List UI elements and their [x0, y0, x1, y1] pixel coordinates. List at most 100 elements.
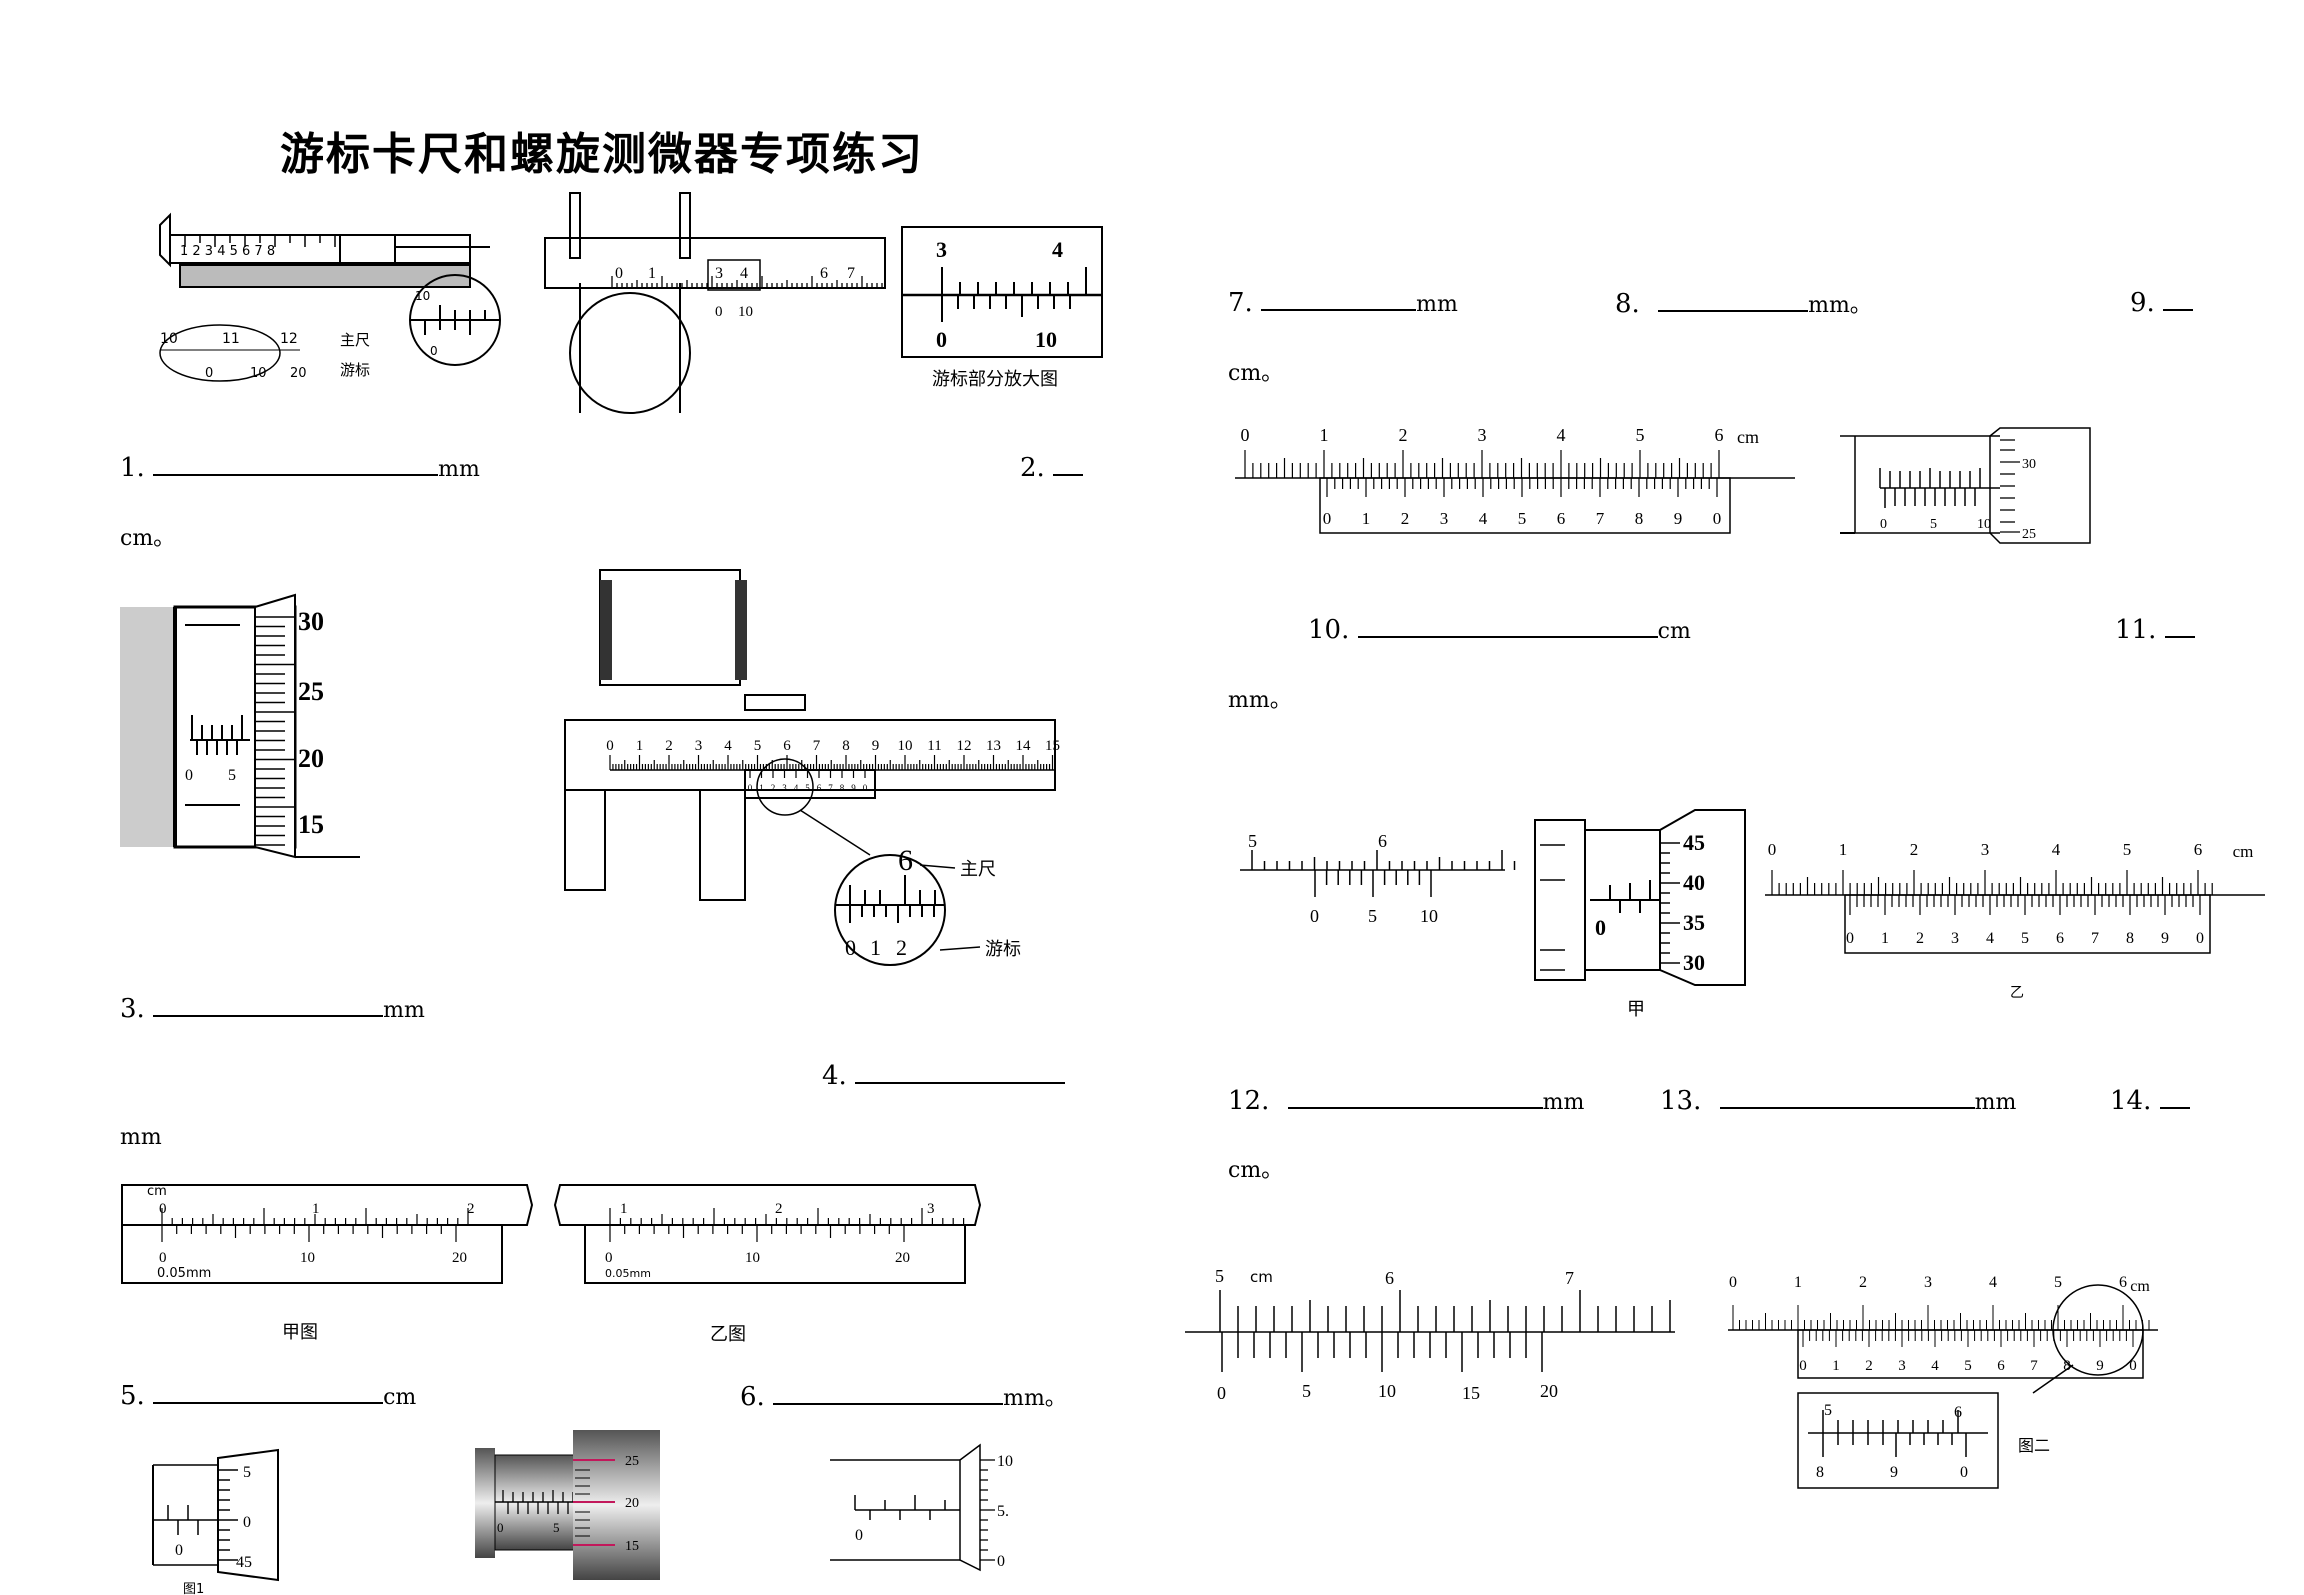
q1-number: 1. [120, 453, 145, 483]
fig14-vern-number: 7 [2030, 1358, 2038, 1374]
fig12-main-6: 6 [1385, 1268, 1394, 1288]
q4-answer-blank[interactable] [855, 1060, 1066, 1084]
fig7-vern-number: 7 [1596, 509, 1605, 528]
fig4-main-number: 8 [842, 738, 850, 754]
fig4-vern-number: 1 [759, 783, 764, 793]
fig2b-vern-0: 0 [936, 327, 947, 352]
q8-answer-blank[interactable] [1658, 288, 1809, 312]
fig14-main-number: 3 [1924, 1274, 1932, 1291]
svg-text:1 2 3 4 5 6 7 8: 1 2 3 4 5 6 7 8 [180, 244, 275, 259]
fig7-main-number: 5 [1636, 425, 1645, 445]
fig11b-vern-number: 6 [2056, 930, 2064, 947]
q1-answer-blank[interactable] [153, 452, 439, 476]
svg-text:7: 7 [847, 265, 855, 282]
svg-text:10: 10 [415, 289, 430, 303]
fig14-main-number: 2 [1859, 1274, 1867, 1291]
q10-answer-blank[interactable] [1357, 614, 1658, 638]
figure-3-micrometer: 0 5 30 25 20 15 [120, 593, 360, 859]
fig14-vern-number: 5 [1964, 1358, 1972, 1374]
q2-answer-blank[interactable] [1053, 452, 1084, 476]
q11-answer-blank[interactable] [2164, 614, 2195, 638]
fig14-zoom-main-6: 6 [1954, 1404, 1962, 1421]
fig5b-thimble-15: 15 [625, 1539, 639, 1554]
q7-answer-blank[interactable] [1261, 287, 1417, 311]
fig2b-caption: 游标部分放大图 [932, 369, 1058, 390]
fig11b-vern-number: 5 [2021, 930, 2029, 947]
fig12-main-7: 7 [1565, 1268, 1574, 1288]
question-10: 10. cm [1308, 614, 1691, 645]
fig4a-main-1: 1 [312, 1201, 320, 1217]
fig4-main-label: 主尺 [960, 859, 996, 880]
svg-text:0: 0 [205, 366, 213, 381]
q6-unit: mm。 [1003, 1386, 1067, 1411]
fig4-main-number: 14 [1016, 738, 1032, 754]
fig7-vern-number: 0 [1323, 509, 1332, 528]
figure-2-caliper: 0 1 3 4 6 7 0 10 [544, 192, 886, 414]
fig11-thimble-35: 35 [1683, 910, 1705, 935]
fig10-main-5: 5 [1248, 831, 1257, 851]
fig8-thimble-25: 25 [2022, 527, 2036, 542]
fig5a-sleeve-0: 0 [175, 1542, 183, 1559]
fig7-vern-number: 1 [1362, 509, 1371, 528]
question-11: 11. [2115, 614, 2195, 645]
fig14-vern-number: 0 [2129, 1358, 2137, 1374]
fig11b-vern-number: 9 [2161, 930, 2169, 947]
fig8-thimble-30: 30 [2022, 457, 2036, 472]
q14-number: 14. [2110, 1086, 2152, 1116]
fig4-main-number: 7 [813, 738, 821, 754]
page-title: 游标卡尺和螺旋测微器专项练习 [280, 129, 924, 180]
fig14-unit: cm [2130, 1278, 2150, 1295]
fig4b-vern-20: 20 [895, 1250, 910, 1266]
fig14-main-number: 6 [2119, 1274, 2127, 1291]
svg-text:10: 10 [738, 304, 753, 320]
fig10-vern-0: 0 [1310, 906, 1319, 926]
fig11b-main-number: 4 [2052, 840, 2061, 859]
svg-text:0: 0 [430, 344, 438, 358]
fig4-vern-number: 3 [782, 783, 787, 793]
fig7-main-number: 2 [1399, 425, 1408, 445]
q10-unit: cm [1657, 619, 1691, 644]
svg-text:0: 0 [715, 304, 723, 320]
q13-unit: mm [1974, 1090, 2017, 1115]
fig6-thimble-0: 0 [997, 1553, 1005, 1570]
question-14: 14. [2110, 1085, 2190, 1116]
q13-answer-blank[interactable] [1719, 1085, 1975, 1109]
fig7-main-number: 6 [1715, 425, 1724, 445]
q12-number: 12. [1228, 1086, 1270, 1116]
q6-answer-blank[interactable] [773, 1381, 1004, 1405]
fig12-unit: cm [1250, 1268, 1273, 1286]
svg-text:0: 0 [185, 767, 193, 784]
fig7-vern-number: 5 [1518, 509, 1527, 528]
fig4-vern-number: 9 [851, 783, 856, 793]
fig4a-main-0: 0 [159, 1201, 167, 1217]
fig11b-vern-number: 7 [2091, 930, 2099, 947]
fig14-vern-number: 1 [1832, 1358, 1840, 1374]
q5-number: 5. [120, 1381, 145, 1411]
fig7-vern-number: 8 [1635, 509, 1644, 528]
q5-answer-blank[interactable] [153, 1380, 384, 1404]
q14-answer-blank[interactable] [2159, 1085, 2190, 1109]
question-5: 5. cm [120, 1380, 416, 1411]
fig8-sleeve-5: 5 [1930, 517, 1937, 532]
fig4-vern-number: 6 [817, 783, 822, 793]
fig6-thimble-10: 10 [997, 1453, 1013, 1470]
fig11b-vern-number: 2 [1916, 930, 1924, 947]
fig4-main-number: 1 [636, 738, 644, 754]
fig2b-vern-10: 10 [1035, 327, 1057, 352]
q9-answer-blank[interactable] [2163, 287, 2194, 311]
fig4-main-number: 12 [957, 738, 972, 754]
q14-unit: cm。 [1228, 1158, 1284, 1183]
fig14-zoom-vern-9: 9 [1890, 1464, 1898, 1481]
q9-number: 9. [2130, 288, 2155, 318]
fig7-vern-number: 9 [1674, 509, 1683, 528]
fig14-zoom-main-5: 5 [1824, 1402, 1832, 1419]
q3-answer-blank[interactable] [153, 993, 384, 1017]
fig4-vern-number: 0 [748, 783, 753, 793]
q12-answer-blank[interactable] [1287, 1085, 1543, 1109]
fig4-zoom-vern-0: 0 [845, 935, 856, 960]
fig7-main-number: 4 [1557, 425, 1566, 445]
fig4-vern-number: 2 [771, 783, 776, 793]
fig14-main-number: 1 [1794, 1274, 1802, 1291]
